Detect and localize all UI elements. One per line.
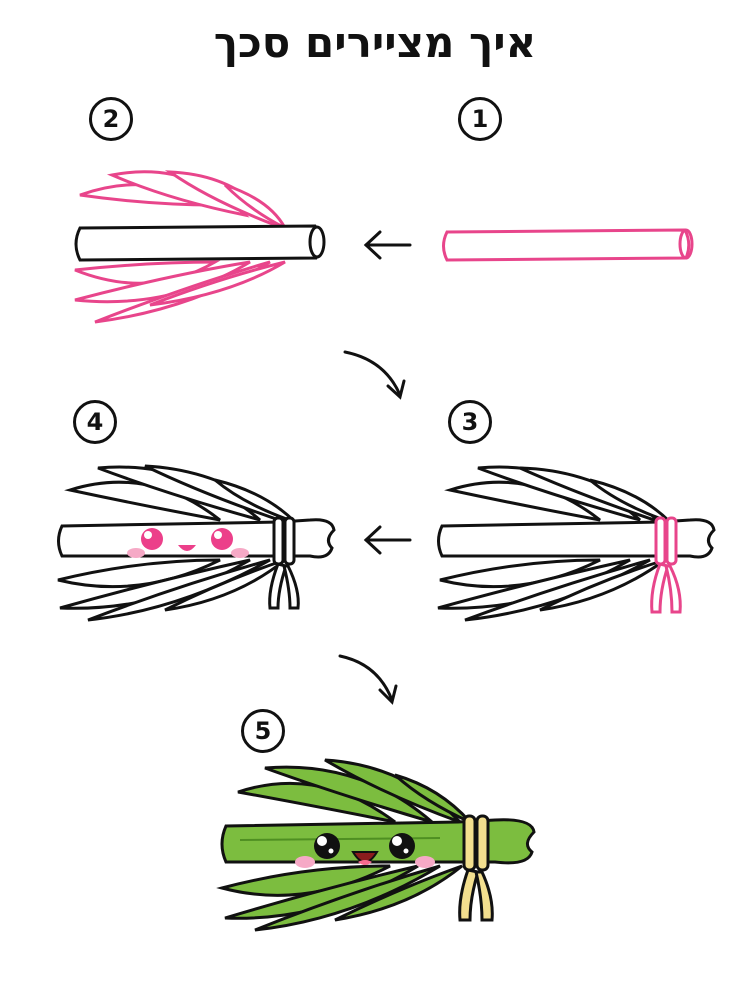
step5-face (295, 833, 435, 868)
step4-face (127, 528, 249, 558)
arrow-left-icon (363, 525, 412, 555)
step4-stem (57, 518, 336, 559)
curved-arrow-icon (338, 654, 398, 705)
curved-arrow-icon (343, 350, 406, 400)
step5-leaves (216, 758, 472, 932)
step3-leaves (437, 465, 672, 622)
step2-leaves (74, 170, 289, 324)
step-number-3: 3 (448, 400, 492, 444)
step-number-1: 1 (458, 97, 502, 141)
step5-stem (220, 818, 536, 865)
step-number-4: 4 (73, 400, 117, 444)
step-number-2: 2 (89, 97, 133, 141)
step4-tie (268, 516, 300, 610)
step2-stem (74, 224, 326, 262)
page-title: איך מציירים סכך (213, 18, 537, 67)
step-number-5: 5 (241, 709, 285, 753)
step3-stem (437, 518, 716, 559)
step4-leaves (57, 464, 297, 622)
step3-tie (650, 516, 682, 614)
step5-tie (458, 814, 494, 922)
arrow-left-icon (363, 230, 412, 260)
step1-stem (442, 228, 694, 262)
